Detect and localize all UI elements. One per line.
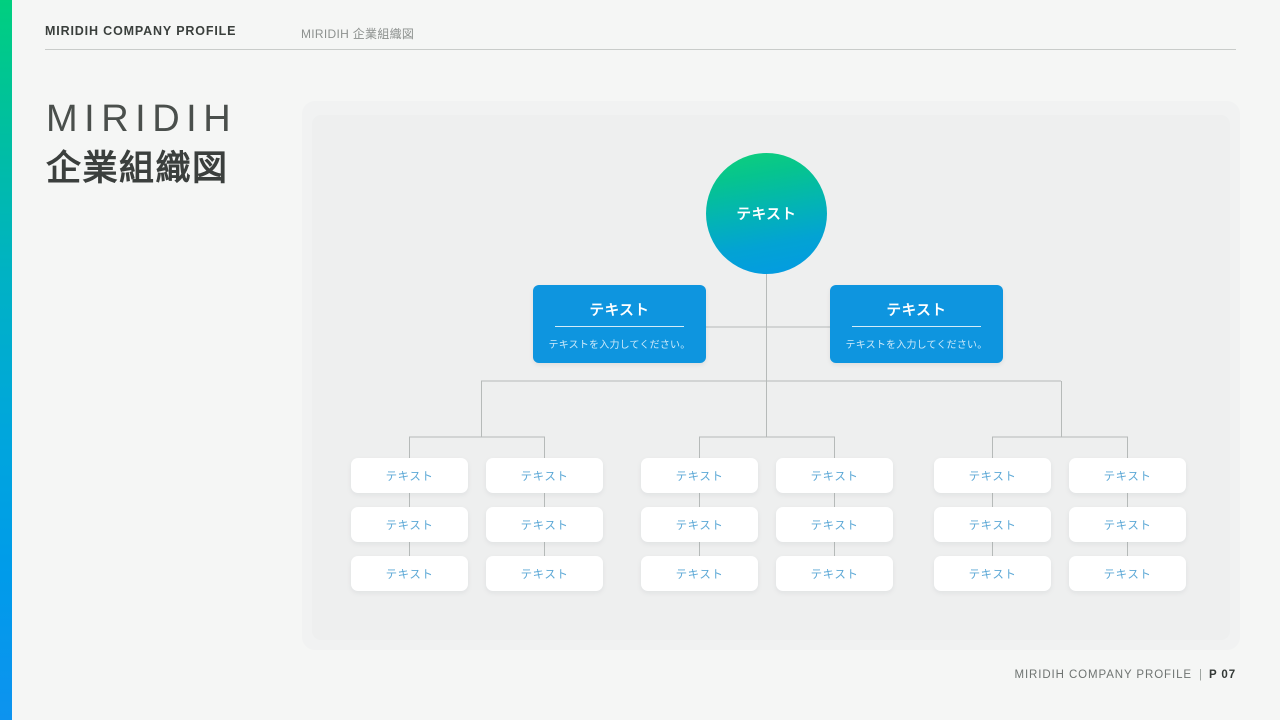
- org-leaf-label: テキスト: [968, 568, 1017, 581]
- org-chart: テキスト テキスト テキストを入力してください。 テキスト テキストを入力してく…: [312, 115, 1230, 640]
- org-leaf-card[interactable]: テキスト: [776, 507, 893, 542]
- footer-separator: |: [1198, 669, 1202, 681]
- connector-lines: [408, 274, 1129, 556]
- org-node-level2-left-subtitle: テキストを入力してください。: [548, 340, 691, 351]
- org-leaf-card[interactable]: テキスト: [1069, 507, 1186, 542]
- org-leaf-label: テキスト: [675, 519, 724, 532]
- org-leaf-card[interactable]: テキスト: [641, 556, 758, 591]
- page-title-line1: MIRIDIH: [46, 98, 238, 140]
- org-leaf-label: テキスト: [1103, 519, 1152, 532]
- footer-page-number: P 07: [1208, 669, 1236, 681]
- org-node-level2-right-subtitle: テキストを入力してください。: [845, 340, 988, 351]
- org-leaf-label: テキスト: [520, 519, 569, 532]
- org-root-node[interactable]: テキスト: [706, 153, 827, 274]
- org-leaf-card[interactable]: テキスト: [1069, 458, 1186, 493]
- org-leaf-card[interactable]: テキスト: [776, 458, 893, 493]
- header: MIRIDIH COMPANY PROFILE MIRIDIH 企業組織図: [45, 24, 1235, 52]
- org-leaf-label: テキスト: [1103, 568, 1152, 581]
- org-root-label: テキスト: [736, 207, 797, 223]
- org-leaf-label: テキスト: [1103, 470, 1152, 483]
- org-leaf-label: テキスト: [520, 470, 569, 483]
- org-leaf-card[interactable]: テキスト: [486, 507, 603, 542]
- header-divider: [45, 49, 1236, 50]
- org-leaf-card[interactable]: テキスト: [776, 556, 893, 591]
- org-leaf-label: テキスト: [385, 568, 434, 581]
- org-leaf-label: テキスト: [810, 568, 859, 581]
- footer-text: MIRIDIH COMPANY PROFILE: [1014, 669, 1192, 681]
- org-leaf-label: テキスト: [810, 519, 859, 532]
- org-leaf-card[interactable]: テキスト: [641, 507, 758, 542]
- org-leaf-card[interactable]: テキスト: [351, 458, 468, 493]
- org-leaf-label: テキスト: [675, 470, 724, 483]
- org-leaf-card[interactable]: テキスト: [351, 556, 468, 591]
- page-title-line2: 企業組織図: [46, 149, 229, 188]
- org-leaf-label: テキスト: [385, 519, 434, 532]
- org-node-level2-left[interactable]: テキスト テキストを入力してください。: [533, 285, 706, 363]
- org-node-level2-right-title: テキスト: [886, 303, 947, 319]
- page-title: MIRIDIH 企業組織図: [46, 96, 237, 193]
- org-leaf-label: テキスト: [968, 470, 1017, 483]
- left-accent-bar: [0, 0, 12, 720]
- org-leaf-label: テキスト: [385, 470, 434, 483]
- org-leaf-card[interactable]: テキスト: [934, 507, 1051, 542]
- org-leaf-label: テキスト: [968, 519, 1017, 532]
- footer: MIRIDIH COMPANY PROFILE | P 07: [1014, 669, 1236, 681]
- org-node-level2-left-divider: [555, 326, 684, 327]
- org-leaf-card[interactable]: テキスト: [641, 458, 758, 493]
- org-node-level2-right[interactable]: テキスト テキストを入力してください。: [830, 285, 1003, 363]
- org-leaf-card[interactable]: テキスト: [1069, 556, 1186, 591]
- org-leaf-card[interactable]: テキスト: [934, 458, 1051, 493]
- org-leaf-card[interactable]: テキスト: [486, 556, 603, 591]
- org-node-level2-left-title: テキスト: [589, 303, 650, 319]
- org-leaf-card[interactable]: テキスト: [934, 556, 1051, 591]
- org-node-level2-right-divider: [852, 326, 981, 327]
- org-leaf-label: テキスト: [520, 568, 569, 581]
- header-title: MIRIDIH COMPANY PROFILE: [45, 24, 237, 38]
- org-leaf-card[interactable]: テキスト: [486, 458, 603, 493]
- org-leaf-label: テキスト: [675, 568, 724, 581]
- header-subtitle: MIRIDIH 企業組織図: [301, 27, 415, 41]
- org-leaf-card[interactable]: テキスト: [351, 507, 468, 542]
- org-leaf-label: テキスト: [810, 470, 859, 483]
